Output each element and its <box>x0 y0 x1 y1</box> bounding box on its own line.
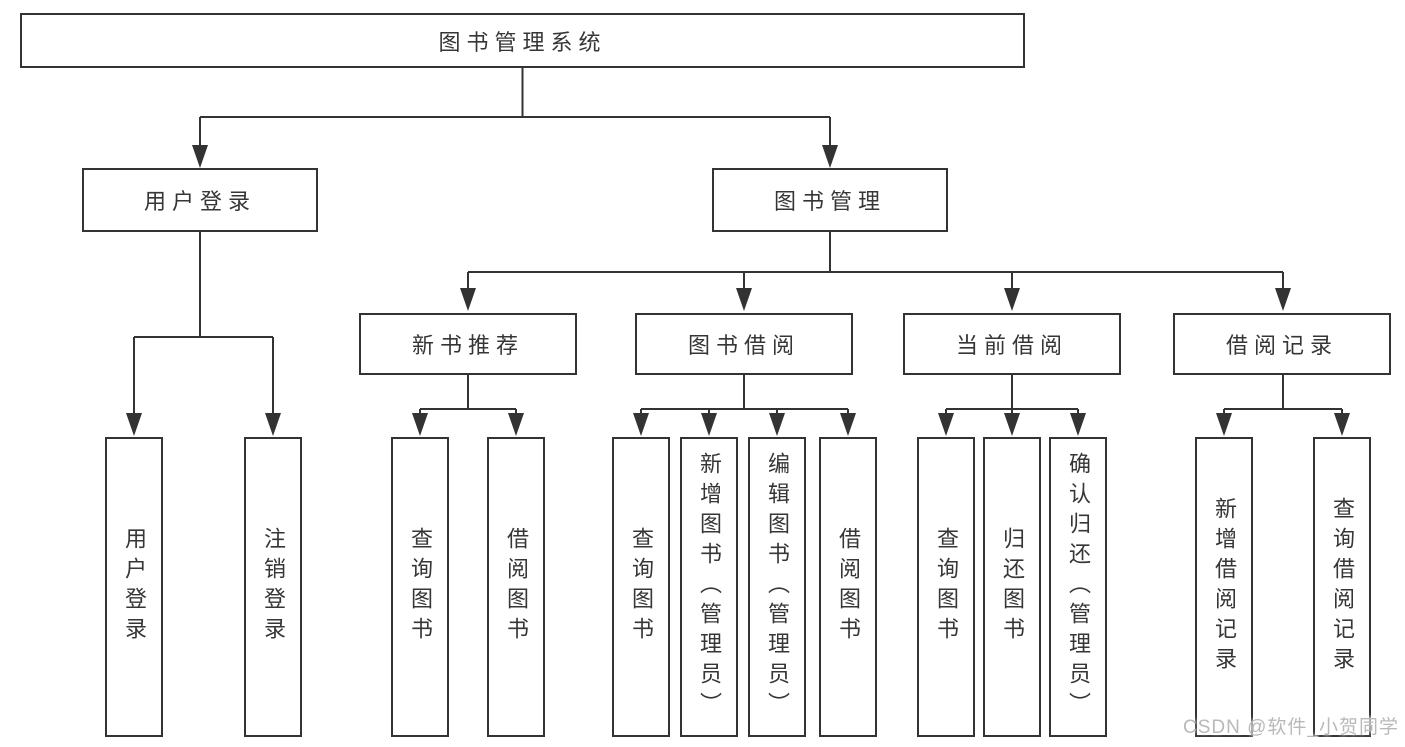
node-library-management-system: 图书管理系统 <box>20 13 1025 68</box>
leaf-label: 新增借阅记录 <box>1212 497 1237 677</box>
leaf-borrow-add-books-admin: 新增图书（管理员） <box>680 437 738 737</box>
leaf-current-return-books: 归还图书 <box>983 437 1041 737</box>
leaf-label: 注销登录 <box>261 527 286 647</box>
leaf-label: 查询图书 <box>629 527 654 647</box>
leaf-user-login: 用户登录 <box>105 437 163 737</box>
node-book-borrow: 图书借阅 <box>635 313 853 375</box>
arrow-down-icon <box>840 413 856 436</box>
arrow-down-icon <box>1004 288 1020 311</box>
arrow-down-icon <box>1334 413 1350 436</box>
arrowheads <box>126 145 1350 436</box>
connector-borrow-records-branch <box>1223 375 1343 415</box>
leaf-label: 查询图书 <box>408 527 433 647</box>
arrow-down-icon <box>265 413 281 436</box>
leaf-borrow-borrow-books: 借阅图书 <box>819 437 877 737</box>
connector-new-book-branch <box>419 375 517 415</box>
arrow-down-icon <box>460 288 476 311</box>
leaf-label: 查询借阅记录 <box>1330 497 1355 677</box>
arrow-down-icon <box>412 413 428 436</box>
leaf-label: 新增图书（管理员） <box>697 452 722 722</box>
arrow-down-icon <box>192 145 208 168</box>
leaf-records-query-borrow-record: 查询借阅记录 <box>1313 437 1371 737</box>
leaf-label: 归还图书 <box>1000 527 1025 647</box>
arrow-down-icon <box>736 288 752 311</box>
node-current-borrow: 当前借阅 <box>903 313 1121 375</box>
leaf-current-query-books: 查询图书 <box>917 437 975 737</box>
arrow-down-icon <box>1216 413 1232 436</box>
leaf-label: 借阅图书 <box>504 527 529 647</box>
connector-current-borrow-branch <box>945 375 1079 415</box>
leaf-label: 用户登录 <box>122 527 147 647</box>
arrow-down-icon <box>701 413 717 436</box>
connector-root-to-level2 <box>199 68 831 146</box>
leaf-label: 编辑图书（管理员） <box>765 452 790 722</box>
connector-book-mgmt-branch <box>467 232 1284 289</box>
connector-book-borrow-branch <box>640 375 849 415</box>
arrow-down-icon <box>1275 288 1291 311</box>
arrow-down-icon <box>126 413 142 436</box>
connector-user-login-branch <box>133 232 274 414</box>
leaf-records-add-borrow-record: 新增借阅记录 <box>1195 437 1253 737</box>
leaf-label: 查询图书 <box>934 527 959 647</box>
leaf-borrow-query-books: 查询图书 <box>612 437 670 737</box>
leaf-newbook-query-books: 查询图书 <box>391 437 449 737</box>
leaf-current-confirm-return-admin: 确认归还（管理员） <box>1049 437 1107 737</box>
arrow-down-icon <box>822 145 838 168</box>
arrow-down-icon <box>1070 413 1086 436</box>
node-borrow-records: 借阅记录 <box>1173 313 1391 375</box>
arrow-down-icon <box>769 413 785 436</box>
leaf-logout: 注销登录 <box>244 437 302 737</box>
leaf-label: 借阅图书 <box>836 527 861 647</box>
leaf-label: 确认归还（管理员） <box>1066 452 1091 722</box>
arrow-down-icon <box>633 413 649 436</box>
arrow-down-icon <box>1004 413 1020 436</box>
leaf-borrow-edit-books-admin: 编辑图书（管理员） <box>748 437 806 737</box>
csdn-watermark: CSDN @软件_小贺同学 <box>1183 717 1399 738</box>
node-new-book-recommend: 新书推荐 <box>359 313 577 375</box>
node-book-management-group: 图书管理 <box>712 168 948 232</box>
node-user-login-group: 用户登录 <box>82 168 318 232</box>
arrow-down-icon <box>938 413 954 436</box>
leaf-newbook-borrow-books: 借阅图书 <box>487 437 545 737</box>
arrow-down-icon <box>508 413 524 436</box>
